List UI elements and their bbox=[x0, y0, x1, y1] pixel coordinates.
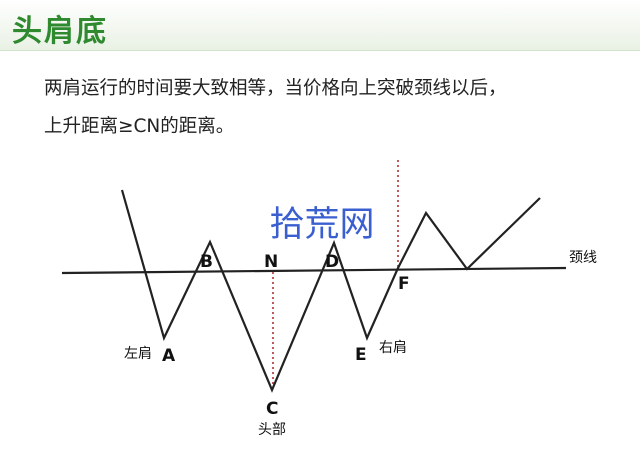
left-shoulder-caption: 左肩 bbox=[124, 346, 152, 362]
point-d-label: D bbox=[325, 252, 339, 272]
description-line-2: 上升距离≥CN的距离。 bbox=[44, 116, 235, 137]
head-caption: 头部 bbox=[258, 422, 286, 438]
page-title: 头肩底 bbox=[12, 14, 108, 49]
right-shoulder-caption: 右肩 bbox=[379, 340, 407, 356]
neckline-label: 颈线 bbox=[569, 250, 597, 266]
price-path bbox=[120, 189, 541, 393]
watermark: 拾荒网 bbox=[269, 205, 374, 245]
point-e-label: E bbox=[355, 345, 367, 365]
point-n-label: N bbox=[264, 252, 278, 272]
point-c-label: C bbox=[266, 399, 278, 419]
point-b-label: B bbox=[200, 252, 213, 272]
description-line-1: 两肩运行的时间要大致相等，当价格向上突破颈线以后， bbox=[44, 78, 507, 99]
title-bar: 头肩底 bbox=[0, 0, 640, 51]
point-f-label: F bbox=[398, 274, 410, 294]
description: 两肩运行的时间要大致相等，当价格向上突破颈线以后， 上升距离≥CN的距离。 bbox=[44, 70, 634, 146]
point-a-label: A bbox=[162, 346, 176, 366]
neckline bbox=[61, 266, 567, 275]
